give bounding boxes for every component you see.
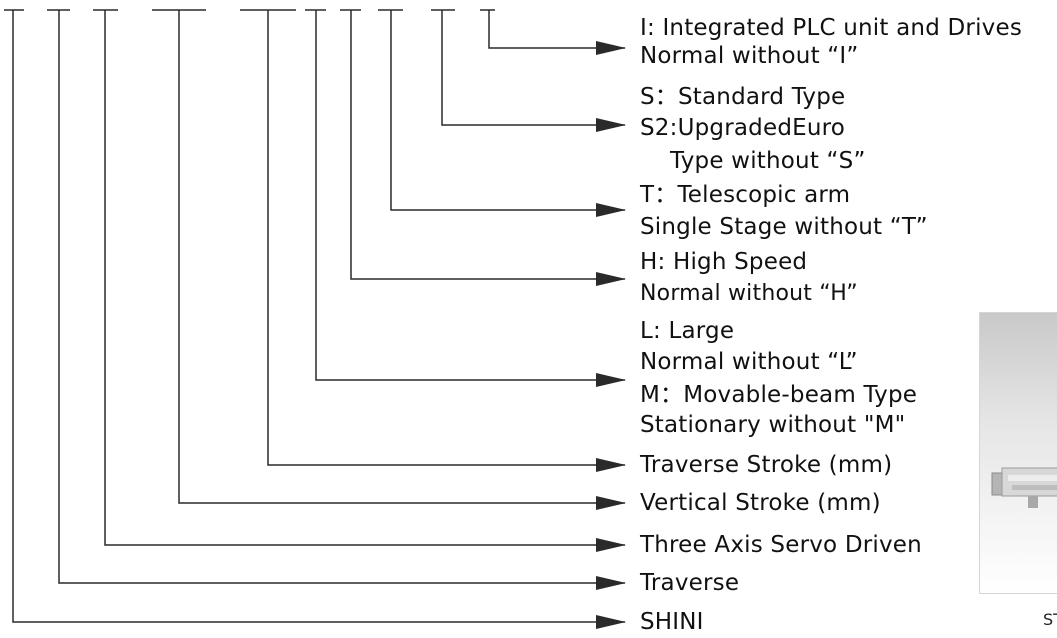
label-shini: SHINI (640, 609, 704, 635)
label-telescopic-line2: Single Stage without “T” (640, 214, 928, 240)
label-traverse-stroke: Traverse Stroke (mm) (640, 452, 893, 478)
connector-euro-type (441, 10, 626, 132)
label-vertical-stroke: Vertical Stroke (mm) (640, 490, 881, 516)
product-photo (979, 312, 1057, 594)
robot-arm-image (991, 467, 1057, 508)
connector-traverse (58, 10, 626, 590)
label-traverse: Traverse (640, 570, 740, 596)
label-euro-line1: S：Standard Type (640, 84, 846, 110)
connector-shini (12, 10, 626, 629)
connector-servo (104, 10, 626, 552)
label-large-line1: L: Large (640, 318, 735, 344)
label-integrated-line2: Normal without “I” (640, 43, 859, 69)
connector-vertical-stroke (178, 10, 626, 510)
label-euro-line2: S2:UpgradedEuro (640, 115, 846, 141)
connector-telescopic (390, 10, 626, 217)
label-speed-line1: H: High Speed (640, 249, 808, 275)
label-servo: Three Axis Servo Driven (640, 532, 922, 558)
label-euro-line3: Type without “S” (640, 148, 866, 174)
label-telescopic-line1: T：Telescopic arm (640, 182, 851, 208)
label-large-line3: M：Movable-beam Type (640, 382, 918, 408)
label-large-line2: Normal without “L” (640, 349, 858, 375)
label-speed-line2: Normal without “H” (640, 281, 858, 306)
label-large-line4: Stationary without "M" (640, 412, 906, 438)
connector-high-speed (350, 10, 626, 286)
label-integrated-line1: I: Integrated PLC unit and Drives (640, 15, 1023, 41)
connector-integrated (488, 10, 626, 55)
connector-large-movable (315, 10, 626, 387)
connector-traverse-stroke (267, 10, 626, 472)
photo-caption: ST (1043, 610, 1057, 629)
